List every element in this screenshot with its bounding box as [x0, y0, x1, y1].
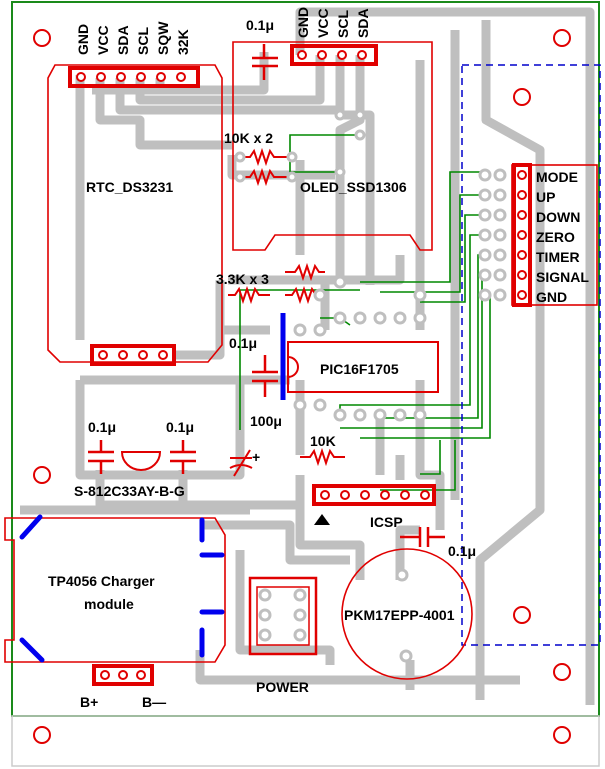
- rtc-header-pads: [76, 72, 186, 82]
- rtc-label: RTC_DS3231: [86, 179, 173, 195]
- charger-label-line1: TP4056 Charger: [48, 573, 155, 589]
- mounting-hole: [553, 29, 571, 47]
- rtc-pin-label: VCC: [95, 25, 111, 55]
- regulator-label: S-812C33AY-B-G: [74, 483, 185, 499]
- rtc-pin-label: SCL: [135, 27, 151, 55]
- cap-pic-label: 0.1μ: [229, 335, 257, 351]
- board-bottom-strip: [11, 715, 600, 767]
- capacitor-pic: [252, 355, 278, 397]
- oled-pin-label: SDA: [355, 8, 371, 38]
- switch-connector-labels: MODE UP DOWN ZERO TIMER SIGNAL GND: [536, 169, 589, 305]
- switch-connector-pins: [517, 170, 527, 300]
- icsp-pads: [320, 490, 430, 500]
- cap-icsp-label: 0.1μ: [448, 543, 476, 559]
- rtc-pin-label: GND: [75, 24, 91, 55]
- icsp-label: ICSP: [370, 514, 403, 530]
- resistors-3-3k-x3-label: 3.3K x 3: [216, 271, 269, 287]
- cap-100-label: 100μ: [250, 413, 282, 429]
- oled-label: OLED_SSD1306: [300, 179, 407, 195]
- icsp-header: [312, 484, 436, 506]
- mounting-hole: [33, 466, 51, 484]
- oled-module-outline: [232, 41, 433, 251]
- switch-pin-label: UP: [536, 189, 555, 205]
- pic-label: PIC16F1705: [320, 361, 399, 377]
- charger-module-outline: [4, 517, 226, 663]
- charger-jumper-wires: [19, 514, 225, 663]
- charger-label-line2: module: [84, 596, 134, 612]
- mounting-hole: [553, 726, 571, 744]
- power-switch-lever: [256, 586, 310, 646]
- oled-pin-label: GND: [295, 7, 311, 38]
- power-switch-body: [248, 576, 318, 656]
- cap-reg-left-label: 0.1μ: [88, 419, 116, 435]
- rtc-pin-label: 32K: [175, 29, 191, 55]
- oled-pin-label: SCL: [335, 10, 351, 38]
- buzzer-pads: [395, 568, 413, 663]
- switch-pin-label: GND: [536, 289, 567, 305]
- buzzer-label: PKM17EPP-4001: [344, 607, 455, 623]
- cap-top-label: 0.1μ: [246, 17, 274, 33]
- resistor-10k: [300, 447, 345, 467]
- resistor-pads: [234, 109, 366, 183]
- switch-panel-area: [461, 64, 601, 646]
- rtc-bottom-pads: [98, 350, 168, 360]
- oled-header-pads: [297, 50, 367, 60]
- pic-ic-body: [287, 341, 439, 393]
- capacitor-reg-left: [88, 440, 114, 474]
- rtc-pin-label: SQW: [155, 21, 171, 55]
- mounting-holes: [33, 29, 571, 744]
- oled-header: [290, 44, 378, 66]
- resistors-10k-x2-label: 10K x 2: [224, 130, 273, 146]
- switch-pin-label: ZERO: [536, 229, 575, 245]
- resistors-10k-pair: [240, 147, 292, 187]
- cap-reg-right-label: 0.1μ: [166, 419, 194, 435]
- battery-minus-label: B—: [142, 694, 166, 710]
- rtc-bottom-header: [90, 344, 176, 366]
- polarity-plus: +: [252, 449, 260, 465]
- mounting-hole: [553, 663, 571, 681]
- battery-plus-label: B+: [80, 694, 98, 710]
- power-label: POWER: [256, 679, 309, 695]
- mounting-hole: [513, 606, 531, 624]
- switch-pin-label: DOWN: [536, 209, 580, 225]
- rtc-pin-labels: GND VCC SDA SCL SQW 32K: [75, 21, 191, 55]
- capacitor-top: [252, 44, 278, 80]
- mounting-hole: [33, 726, 51, 744]
- switch-pin-label: MODE: [536, 169, 578, 185]
- rtc-module-outline: [47, 64, 223, 363]
- buzzer-body: [341, 548, 473, 680]
- capacitor-icsp: [400, 527, 445, 547]
- resistor-10k-label: 10K: [310, 433, 336, 449]
- pic-ic-notch: [287, 356, 299, 378]
- regulator-body: [120, 451, 162, 471]
- switch-connector-header: [512, 163, 532, 307]
- battery-pads: [100, 670, 146, 680]
- capacitor-reg-right: [170, 440, 196, 474]
- rtc-header: [68, 66, 200, 88]
- icsp-pin1-marker: [314, 514, 330, 525]
- mounting-hole: [33, 29, 51, 47]
- pic-pads: [293, 275, 427, 422]
- power-switch-pads: [258, 588, 307, 642]
- oled-pin-labels: GND VCC SCL SDA: [295, 7, 371, 38]
- switch-connector-pads: [478, 168, 507, 302]
- mounting-hole: [513, 88, 531, 106]
- battery-header: [92, 664, 154, 686]
- capacitor-100u: [229, 449, 253, 477]
- oled-pin-label: VCC: [315, 8, 331, 38]
- rtc-pin-label: SDA: [115, 25, 131, 55]
- switch-pin-label: TIMER: [536, 249, 580, 265]
- copper-traces: [20, 7, 595, 705]
- switch-pin-label: SIGNAL: [536, 269, 589, 285]
